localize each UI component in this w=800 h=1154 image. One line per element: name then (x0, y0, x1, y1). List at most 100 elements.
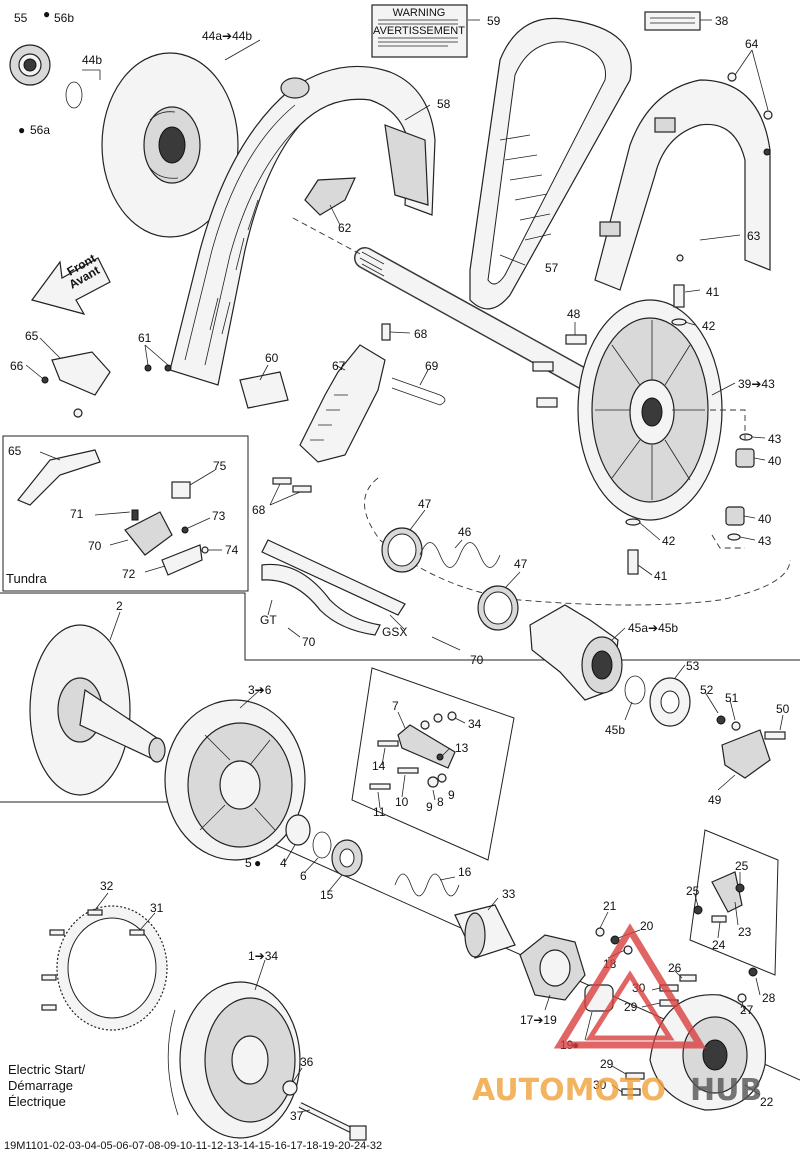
callout-42-top: 42 (702, 319, 716, 333)
callout-55: 55 (14, 11, 28, 25)
lever-detail-frame (689, 829, 779, 976)
tundra-box-title: Tundra (6, 571, 47, 586)
watermark: AUTOMOTO HUB (472, 923, 762, 1108)
bolt-41-bottom (627, 549, 639, 575)
spring-46 (419, 542, 501, 568)
callout-27: 27 (740, 1003, 754, 1017)
callout-8: 8 (437, 795, 444, 809)
callout-56a: 56a (30, 123, 50, 137)
bushing-4 (285, 814, 311, 846)
screw-32b (49, 929, 65, 936)
bolt-48 (565, 334, 587, 345)
callout-47-a: 47 (418, 497, 432, 511)
callout-16: 16 (458, 865, 472, 879)
callout-15: 15 (320, 888, 334, 902)
callout-37: 37 (290, 1109, 304, 1123)
electric-start-title-line1: Electric Start/ (8, 1062, 86, 1077)
strap-gsx (261, 539, 406, 616)
callout-65-tundra: 65 (8, 444, 22, 458)
washer-9 (437, 773, 447, 783)
callout-68-top: 68 (414, 327, 428, 341)
bracket-65-tundra (17, 449, 101, 506)
callout-69: 69 (425, 359, 439, 373)
spacer-40-bottom (725, 506, 745, 526)
tundra-box-frame (2, 435, 249, 592)
callout-9-b: 9 (448, 788, 455, 802)
driven-cam-group (529, 604, 786, 779)
electric-start-group (41, 905, 367, 1141)
nut-34b (433, 713, 443, 723)
callout-9-a: 9 (426, 800, 433, 814)
callout-57: 57 (545, 261, 559, 275)
part-75 (171, 481, 191, 499)
electric-start-title-line2: Démarrage (8, 1078, 73, 1093)
screw-32d (41, 1004, 57, 1011)
nut-34a (420, 720, 430, 730)
callout-38: 38 (715, 14, 729, 28)
screw-68-top (381, 323, 391, 341)
callout-64: 64 (745, 37, 759, 51)
cam-arm-detail (369, 711, 457, 790)
circlip-6 (312, 831, 332, 859)
washer-51 (731, 721, 741, 731)
watermark-triangle-icon (553, 923, 707, 1049)
screw-66 (41, 376, 49, 384)
drive-belt-57 (469, 17, 632, 310)
callout-66: 66 (10, 359, 24, 373)
callout-17-19: 17➔19 (520, 1013, 557, 1027)
callout-40-bottom: 40 (758, 512, 772, 526)
pin-24 (711, 915, 727, 923)
callout-61: 61 (138, 331, 152, 345)
drive-sheave-group: Front Avant (9, 44, 239, 315)
callout-26: 26 (668, 961, 682, 975)
callout-48: 48 (567, 307, 581, 321)
nut-74 (201, 546, 209, 554)
belt-guard-ribs (184, 104, 306, 366)
spring-16 (394, 873, 460, 897)
callout-3-6: 3➔6 (248, 683, 272, 697)
callout-47-b: 47 (514, 557, 528, 571)
decal-avertissement-text: AVERTISSEMENT (373, 25, 465, 37)
spacer-40-top (735, 448, 755, 468)
belt-guard-assembly (169, 65, 436, 386)
bracket-67 (299, 344, 386, 463)
callout-70-tundra: 70 (88, 539, 102, 553)
screw-32a (87, 909, 103, 916)
callout-gt: GT (260, 613, 277, 627)
belt-cogs (499, 134, 552, 241)
drop-icon: ● (254, 856, 261, 870)
callout-5: 5 (245, 856, 252, 870)
callout-36: 36 (300, 1055, 314, 1069)
callout-6: 6 (300, 869, 307, 883)
callout-45a-45b: 45a➔45b (628, 621, 678, 635)
sheave-spokes (595, 320, 705, 500)
screw-68a (272, 477, 292, 485)
screw-26 (679, 974, 697, 982)
washer-36 (282, 1080, 298, 1096)
callout-28: 28 (762, 991, 776, 1005)
callout-7: 7 (392, 699, 399, 713)
cam-detail-frame (351, 667, 515, 861)
callout-30-b: 30 (593, 1078, 607, 1092)
callout-11: 11 (373, 805, 386, 819)
guard-clip-b (599, 221, 621, 237)
diagram-code: 19M1101-02-03-04-05-06-07-08-09-10-11-12… (4, 1140, 382, 1152)
callout-2: 2 (116, 599, 123, 613)
rivet-64b (763, 110, 773, 120)
screw-13 (436, 753, 444, 761)
callout-44a-44b: 44a➔44b (202, 29, 252, 43)
callout-68-bottom: 68 (252, 503, 266, 517)
belt-guard-58 (169, 65, 436, 386)
callout-49: 49 (708, 793, 722, 807)
bracket-65 (51, 351, 111, 396)
callout-62: 62 (338, 221, 352, 235)
plate-72 (161, 544, 203, 576)
callout-72: 72 (122, 567, 136, 581)
washer-42-bottom (625, 518, 641, 526)
callout-25-a: 25 (735, 859, 749, 873)
tundra-box-parts (17, 449, 209, 576)
adjuster-49 (721, 729, 771, 779)
leader-lines (25, 19, 784, 1113)
washer-18 (623, 945, 633, 955)
callout-44b: 44b (82, 53, 102, 67)
